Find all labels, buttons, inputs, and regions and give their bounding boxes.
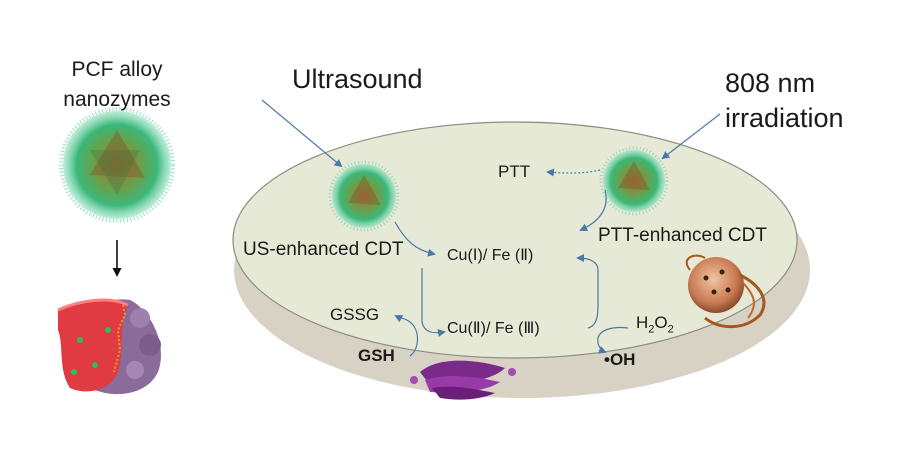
cu1-to-cu2-arrow	[421, 268, 446, 337]
h2o2-sub: 2	[648, 323, 655, 336]
ptt-label: PTT	[498, 162, 531, 181]
ultrasound-label: Ultrasound	[292, 64, 423, 94]
nanozyme-irradiation	[599, 146, 669, 216]
nanozyme-ultrasound	[328, 160, 400, 232]
h2o2-sub2: 2	[667, 323, 674, 336]
irradiation-label-line1: 808 nm	[725, 68, 816, 98]
irradiation-label-line2: irradiation	[725, 103, 844, 133]
nanozyme-label: PCF alloy nanozymes	[52, 55, 182, 115]
us-cdt-arrow	[394, 221, 436, 257]
irradiation-arrow	[661, 113, 721, 160]
gssg-label: GSSG	[330, 305, 380, 324]
cu2-to-cu1-arrow	[576, 254, 599, 329]
nanozyme-large	[59, 107, 175, 223]
nanozyme-label-line2: nanozymes	[63, 88, 171, 111]
gsh-gssg-arrow	[394, 315, 419, 357]
oh-label: •OH	[604, 350, 636, 369]
ptt-cdt-arrow	[579, 189, 607, 232]
mitochondrion-illustration	[685, 254, 766, 329]
golgi-illustration	[410, 360, 516, 400]
reaction-arrows	[261, 99, 721, 357]
h2o2-h: H	[636, 313, 649, 332]
cu2-fe3-label: Cu(Ⅱ)/ Fe (Ⅲ)	[447, 320, 540, 337]
nanozyme-label-line1: PCF alloy	[71, 58, 163, 81]
ultrasound-arrow	[261, 99, 343, 168]
h2o2-o: O	[654, 313, 668, 332]
gsh-label: GSH	[358, 346, 395, 365]
tumor-cell-illustration	[57, 298, 161, 395]
us-cdt-label: US-enhanced CDT	[243, 239, 404, 260]
h2o2-label: H2O2	[636, 314, 674, 335]
h2o2-oh-arrow	[597, 326, 629, 354]
ptt-cdt-label: PTT-enhanced CDT	[598, 225, 767, 246]
cu1-fe2-label: Cu(Ⅰ)/ Fe (Ⅱ)	[447, 247, 534, 264]
